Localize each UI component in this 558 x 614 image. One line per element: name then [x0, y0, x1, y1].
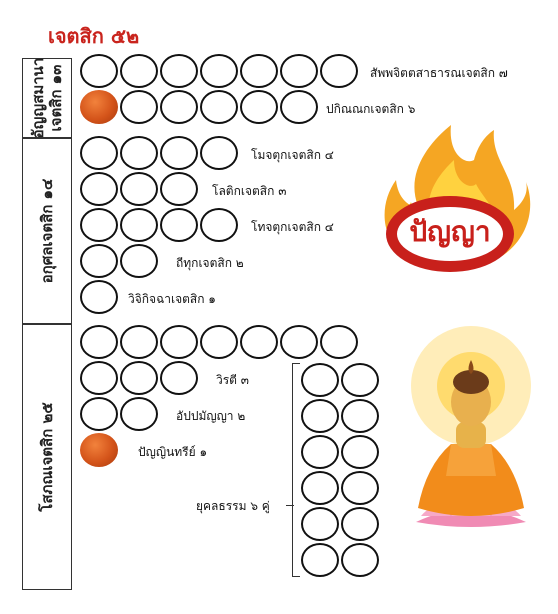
- cetasika-circle: [301, 507, 339, 541]
- cetasika-circle: [320, 325, 358, 359]
- cetasika-circle: [160, 90, 198, 124]
- cetasika-circle: [200, 54, 238, 88]
- cetasika-circle: [200, 325, 238, 359]
- cetasika-circle: [120, 172, 158, 206]
- cetasika-circle: [200, 90, 238, 124]
- cetasika-circle: [341, 543, 379, 577]
- cetasika-circle: [320, 54, 358, 88]
- section-sobhana: โสภณเจตสิก ๒๕: [22, 324, 72, 590]
- cetasika-circle: [120, 244, 158, 278]
- cetasika-circle: [120, 208, 158, 242]
- cetasika-circle: [341, 435, 379, 469]
- group-label: ถีทุกเจตสิก ๒: [176, 256, 244, 270]
- section-line: เจตสิก ๑๓: [47, 64, 65, 132]
- group-label: โลติกเจตสิก ๓: [212, 184, 287, 198]
- cetasika-circle: [280, 325, 318, 359]
- section-line: อัญญสมานา: [29, 57, 47, 139]
- group-label: ยุคลธรรม ๖ คู่: [196, 499, 270, 513]
- group-label: วิรตี ๓: [216, 373, 249, 387]
- cetasika-circle: [301, 435, 339, 469]
- cetasika-circle: [160, 361, 198, 395]
- group-label: โมจตุกเจตสิก ๔: [251, 148, 334, 162]
- cetasika-circle: [301, 363, 339, 397]
- cetasika-circle: [80, 172, 118, 206]
- yukala-bracket: [292, 363, 300, 577]
- cetasika-circle: [80, 325, 118, 359]
- group-label: ปกิณณกเจตสิก ๖: [326, 102, 416, 116]
- cetasika-circle: [160, 325, 198, 359]
- cetasika-circle: [341, 363, 379, 397]
- group-label: วิจิกิจฉาเจตสิก ๑: [128, 292, 216, 306]
- section-label-sobhana: โสภณเจตสิก ๒๕: [38, 402, 56, 512]
- cetasika-circle: [80, 433, 118, 467]
- cetasika-circle: [120, 361, 158, 395]
- cetasika-circle: [80, 397, 118, 431]
- section-label-akusala: อกุศลเจตสิก ๑๔: [38, 178, 56, 284]
- cetasika-circle: [160, 208, 198, 242]
- cetasika-circle: [160, 54, 198, 88]
- section-annyasamana: อัญญสมานา เจตสิก ๑๓: [22, 58, 72, 138]
- cetasika-circle: [120, 90, 158, 124]
- cetasika-circle: [240, 325, 278, 359]
- cetasika-circle: [120, 397, 158, 431]
- cetasika-circle: [120, 136, 158, 170]
- cetasika-circle: [80, 244, 118, 278]
- section-label-annyasamana: อัญญสมานา เจตสิก ๑๓: [29, 58, 65, 139]
- cetasika-circle: [120, 325, 158, 359]
- panya-badge-text: ปัญญา: [409, 215, 491, 248]
- cetasika-circle: [301, 471, 339, 505]
- cetasika-circle: [120, 54, 158, 88]
- cetasika-circle: [301, 543, 339, 577]
- page-title: เจตสิก ๕๒: [48, 24, 140, 48]
- cetasika-circle: [341, 471, 379, 505]
- group-label: ปัญญินทรีย์ ๑: [138, 445, 208, 459]
- cetasika-circle: [301, 399, 339, 433]
- cetasika-circle: [80, 54, 118, 88]
- panya-badge-ring: [386, 196, 514, 272]
- group-label: อัปปมัญญา ๒: [176, 409, 246, 423]
- group-label: โทจตุกเจตสิก ๔: [251, 220, 334, 234]
- cetasika-circle: [200, 208, 238, 242]
- cetasika-circle: [80, 90, 118, 124]
- cetasika-circle: [240, 54, 278, 88]
- group-label: สัพพจิตตสาธารณเจตสิก ๗: [370, 66, 508, 80]
- cetasika-circle: [200, 136, 238, 170]
- cetasika-circle: [80, 208, 118, 242]
- cetasika-circle: [280, 90, 318, 124]
- cetasika-circle: [160, 172, 198, 206]
- cetasika-circle: [160, 136, 198, 170]
- cetasika-circle: [80, 136, 118, 170]
- cetasika-circle: [80, 361, 118, 395]
- cetasika-circle: [240, 90, 278, 124]
- buddha-image: [411, 326, 531, 527]
- section-akusala: อกุศลเจตสิก ๑๔: [22, 138, 72, 324]
- cetasika-circle: [280, 54, 318, 88]
- yukala-bracket-tick: [286, 505, 294, 506]
- cetasika-circle: [80, 280, 118, 314]
- cetasika-circle: [341, 399, 379, 433]
- cetasika-circle: [341, 507, 379, 541]
